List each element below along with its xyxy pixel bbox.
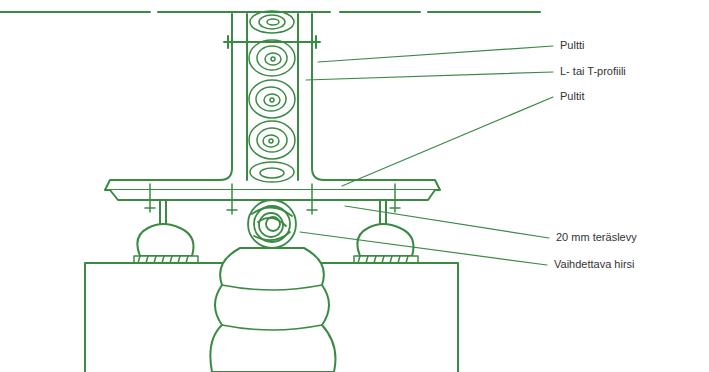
part-label: L- tai T-profiili [558,65,628,78]
bolt [224,36,320,48]
jack [137,224,193,256]
support-block [318,263,458,372]
foundation-stone [210,248,335,372]
part-label: Pultti [558,39,586,52]
replaceable-log [248,200,296,248]
leader-lines [300,46,553,265]
stone-joint [222,285,322,330]
jack [357,224,413,256]
profile-frame [105,14,440,190]
part-label: Pultit [558,90,586,103]
wall-logs [249,11,295,182]
part-label: 20 mm teräslevy [554,231,639,244]
profile-edge [297,14,299,180]
steel-plate [110,190,435,200]
part-label: Vaihdettava hirsi [552,258,637,271]
profile-edge [246,14,248,180]
